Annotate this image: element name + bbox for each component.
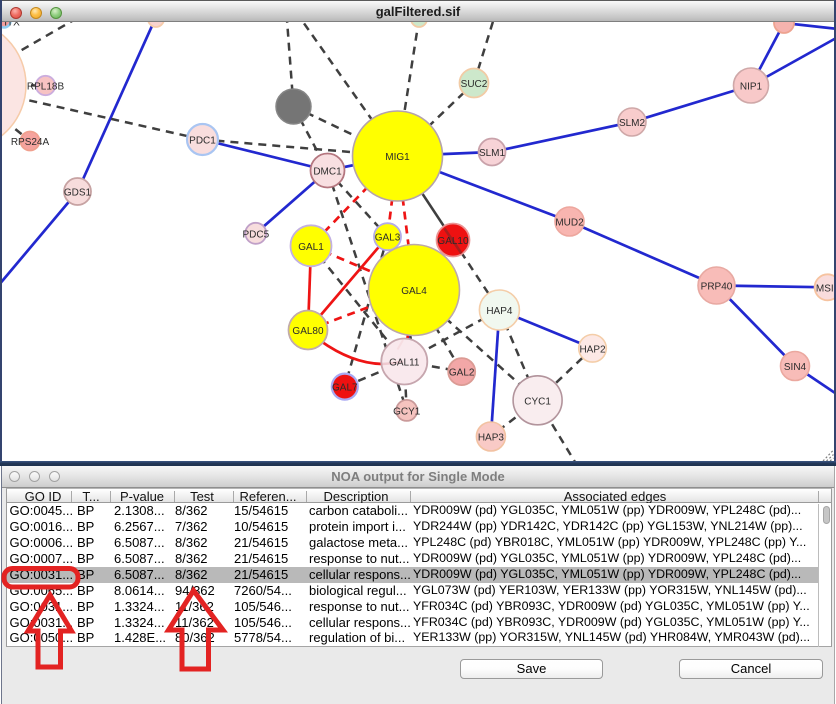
svg-text:HAP2: HAP2 [579, 344, 606, 355]
svg-text:MSI1: MSI1 [816, 283, 836, 294]
svg-text:DMC1: DMC1 [313, 167, 342, 178]
svg-text:GAL2: GAL2 [449, 368, 475, 379]
svg-text:GDS1: GDS1 [64, 188, 92, 199]
svg-text:CYC1: CYC1 [524, 396, 551, 407]
svg-text:GAL11: GAL11 [389, 358, 420, 369]
svg-text:GCY1: GCY1 [393, 406, 421, 417]
svg-text:GAL3: GAL3 [375, 233, 401, 244]
svg-text:MUD2: MUD2 [555, 218, 584, 229]
svg-text:HAP4: HAP4 [486, 306, 513, 317]
svg-text:RPS24A: RPS24A [11, 137, 50, 148]
svg-text:PDC1: PDC1 [189, 136, 216, 147]
svg-text:SLM1: SLM1 [479, 148, 506, 159]
svg-text:RPL18B: RPL18B [27, 82, 65, 93]
svg-text:SIN4: SIN4 [784, 362, 807, 373]
svg-text:PRP40: PRP40 [701, 282, 733, 293]
svg-text:MIG1: MIG1 [385, 152, 410, 163]
svg-text:SLM2: SLM2 [619, 118, 646, 129]
svg-text:SUC2: SUC2 [461, 79, 488, 90]
svg-text:GAL1: GAL1 [298, 242, 324, 253]
svg-text:GAL4: GAL4 [401, 286, 427, 297]
svg-text:NIP1: NIP1 [740, 82, 763, 93]
svg-text:GAL7: GAL7 [332, 383, 358, 394]
svg-text:GAL10: GAL10 [437, 236, 469, 247]
svg-text:ITX: ITX [4, 22, 20, 29]
svg-text:HAP3: HAP3 [478, 433, 505, 444]
svg-text:PDC5: PDC5 [242, 229, 269, 240]
svg-text:GAL80: GAL80 [292, 326, 324, 337]
